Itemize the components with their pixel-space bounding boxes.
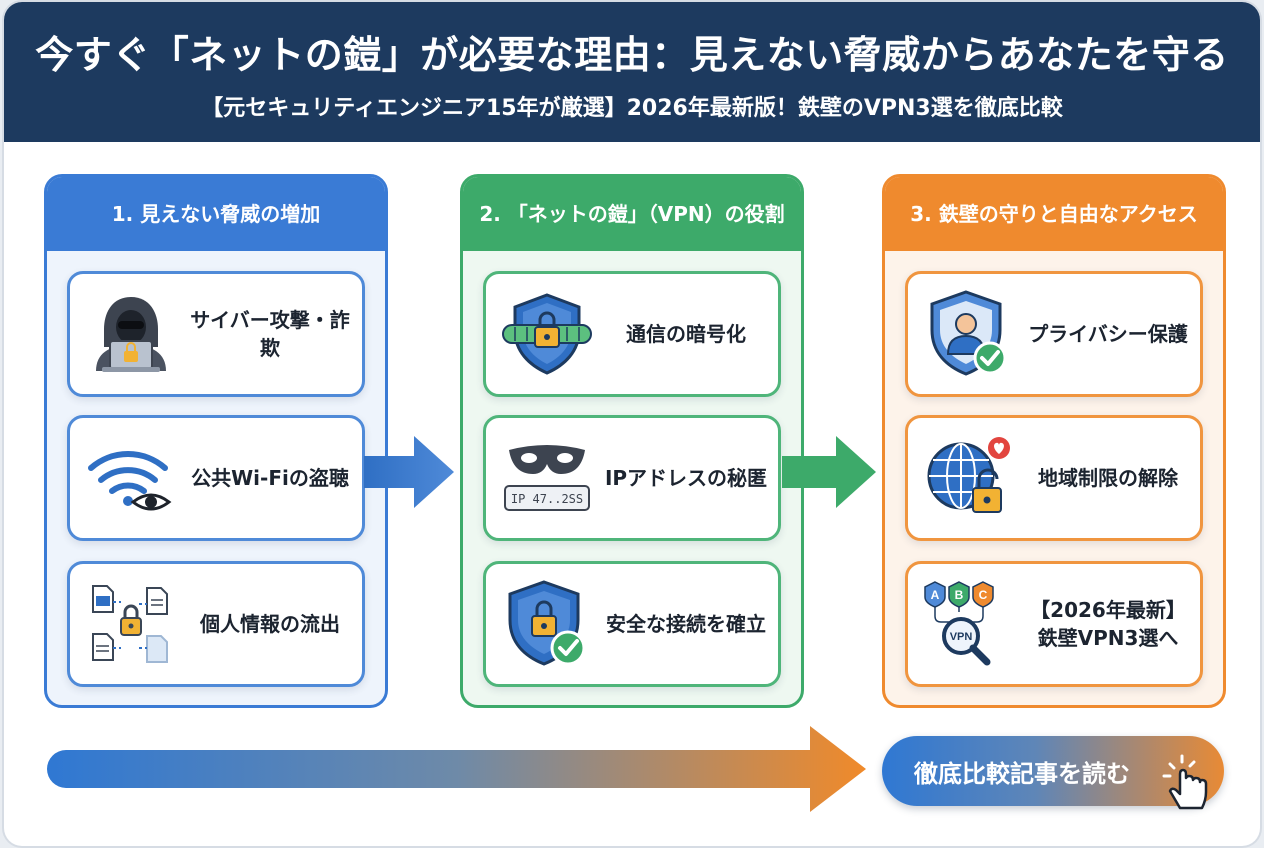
card-label-multiline: 【2026年最新】 鉄壁VPN3選へ [1024,596,1200,652]
card-label: 通信の暗号化 [626,322,746,346]
globe-unlock-icon [914,423,1024,533]
svg-text:A: A [931,588,940,602]
read-comparison-button[interactable]: 徹底比較記事を読む [882,736,1224,810]
card-label: 公共Wi-Fiの盗聴 [191,466,349,490]
wifi-eye-icon [76,423,186,533]
card-label: プライバシー保護 [1028,322,1188,346]
mask-ip-icon: IP 47..2SS [492,423,602,533]
column-heading: 1. 見えない脅威の増加 [47,177,385,251]
document-lock-icon [76,569,186,679]
card-cyber-attack: サイバー攻撃・詐欺 [67,271,365,397]
column-heading: 3. 鉄壁の守りと自由なアクセス [885,177,1223,251]
card-public-wifi: 公共Wi-Fiの盗聴 [67,415,365,541]
arrow-right-icon [782,436,876,508]
page-subtitle: 【元セキュリティエンジニア15年が厳選】2026年最新版！鉄壁のVPN3選を徹底… [201,96,1063,121]
card-ip-masking: IP 47..2SS IPアドレスの秘匿 [483,415,781,541]
card-label: IPアドレスの秘匿 [604,466,768,490]
card-label-line: 【2026年最新】 [1030,598,1186,622]
arrow-right-icon [364,436,454,508]
progress-arrow-icon [47,726,866,812]
header-banner: 今すぐ「ネットの鎧」が必要な理由：見えない脅威からあなたを守る 【元セキュリティ… [4,2,1260,142]
card-label: サイバー攻撃・詐欺 [190,308,350,360]
card-encryption: 通信の暗号化 [483,271,781,397]
svg-text:VPN: VPN [950,631,973,643]
column-protection-access: 3. 鉄壁の守りと自由なアクセス プライバシー保護 [882,174,1226,708]
abc-vpn-magnifier-icon: A B C VPN [914,569,1024,679]
infographic-frame: 今すぐ「ネットの鎧」が必要な理由：見えない脅威からあなたを守る 【元セキュリティ… [4,2,1260,846]
column-vpn-role: 2. 「ネットの鎧」（VPN）の役割 通信の暗号化 [460,174,804,708]
page-title: 今すぐ「ネットの鎧」が必要な理由：見えない脅威からあなたを守る [35,33,1229,77]
column-threats: 1. 見えない脅威の増加 サイバー攻撃・詐欺 [44,174,388,708]
svg-text:IP 47..2SS: IP 47..2SS [511,492,583,506]
card-privacy: プライバシー保護 [905,271,1203,397]
cta-label: 徹底比較記事を読む [914,759,1130,788]
svg-text:B: B [955,588,964,602]
card-data-leak: 個人情報の流出 [67,561,365,687]
shield-user-check-icon [914,279,1024,389]
card-vpn-picks: A B C VPN 【2026年最新】 鉄壁VPN3選へ [905,561,1203,687]
card-label: 地域制限の解除 [1038,466,1178,490]
svg-text:C: C [979,588,988,602]
shield-lock-check-icon [492,569,602,679]
card-label: 個人情報の流出 [200,612,340,636]
hooded-hacker-icon [76,279,186,389]
card-geo-unblock: 地域制限の解除 [905,415,1203,541]
card-label-line: 鉄壁VPN3選へ [1037,626,1179,650]
column-heading: 2. 「ネットの鎧」（VPN）の役割 [463,177,801,251]
shield-tunnel-lock-icon [492,279,602,389]
card-label: 安全な接続を確立 [606,612,766,636]
pointer-hand-icon [1162,754,1208,810]
card-secure-connection: 安全な接続を確立 [483,561,781,687]
